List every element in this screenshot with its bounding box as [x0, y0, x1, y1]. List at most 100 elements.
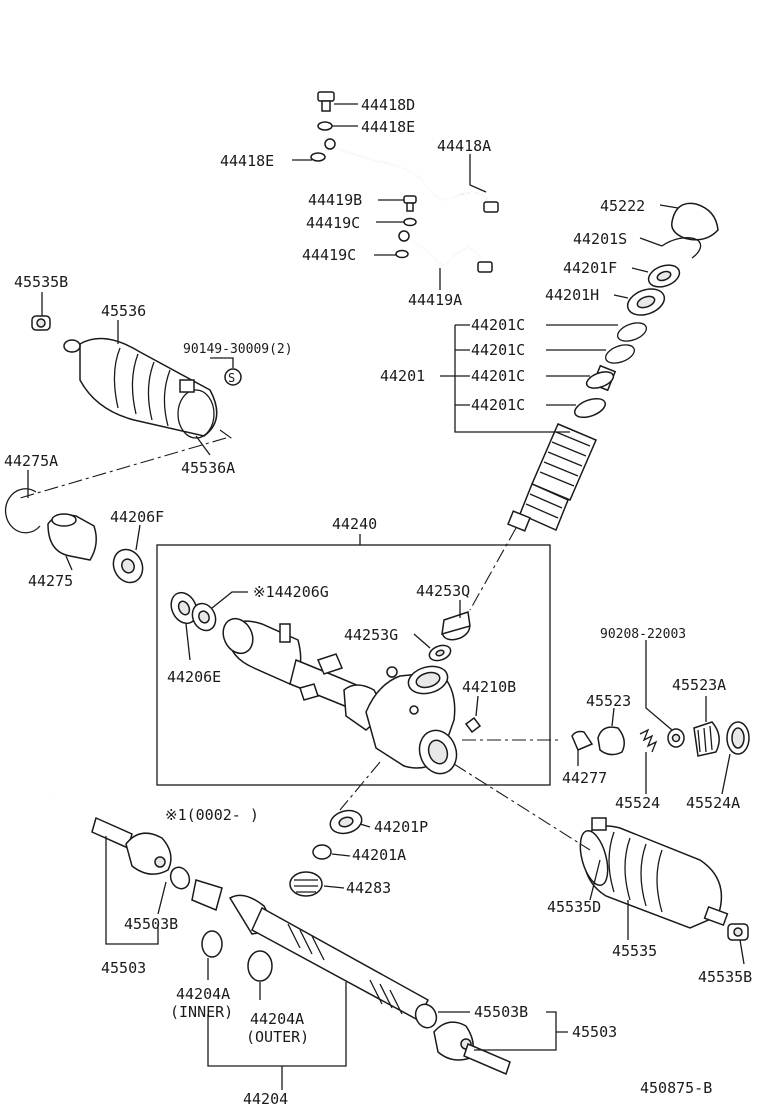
label-45536: 45536	[101, 302, 146, 320]
cap-44283	[289, 871, 323, 897]
dust-cover-45222	[671, 202, 719, 241]
snap-ring-44201S	[661, 237, 702, 259]
label-45524: 45524	[615, 794, 660, 812]
clip-45535B-left	[31, 315, 51, 331]
label-45535: 45535	[612, 942, 657, 960]
label-44201A: 44201A	[352, 846, 406, 864]
washer-44253G	[428, 644, 452, 662]
label-44275: 44275	[28, 572, 73, 590]
diagram-code: 450875-B	[640, 1079, 712, 1097]
seal-S-90149	[224, 368, 242, 386]
label-90149-30009: 90149-30009(2)	[183, 342, 293, 357]
label-44277: 44277	[562, 769, 607, 787]
label-44201C-1: 44201C	[471, 316, 525, 334]
label-45503-right: 45503	[572, 1023, 617, 1041]
boot-45535	[579, 817, 729, 929]
label-44201: 44201	[380, 367, 425, 385]
label-inner: (INNER)	[170, 1003, 233, 1021]
bearing-44253Q	[441, 611, 471, 641]
label-44206E: 44206E	[167, 668, 221, 686]
guide-45523	[597, 726, 625, 756]
bearing-44201H	[626, 288, 666, 316]
svg-text:S: S	[228, 371, 235, 385]
label-44201F: 44201F	[563, 259, 617, 277]
stopper-44275	[47, 513, 97, 561]
label-44240: 44240	[332, 515, 377, 533]
boot-band-44204A-outer	[247, 950, 273, 982]
seal-44206E	[170, 591, 198, 625]
spring-45524	[639, 728, 658, 753]
seal-44201P	[329, 809, 363, 835]
label-44419B: 44419B	[308, 191, 362, 209]
bolt-44419B	[403, 195, 417, 212]
tie-rod-end-45503-left	[47, 794, 172, 875]
label-44204A-inner: 44204A	[176, 985, 230, 1003]
label-44201C-4: 44201C	[471, 396, 525, 414]
ring-44201C-2	[604, 344, 636, 364]
group-box-44240	[156, 544, 551, 786]
guide-44277	[571, 730, 594, 751]
label-45503B-left: 45503B	[124, 915, 178, 933]
housing-44240	[222, 617, 458, 775]
dash-pinion-housing	[469, 527, 517, 611]
label-outer: (OUTER)	[246, 1028, 309, 1046]
label-45524A: 45524A	[686, 794, 740, 812]
note-star-1: ※1(0002- )	[165, 806, 259, 824]
part-labels: 44418D 44418E 44418E 44418A 44419B 44419…	[4, 96, 752, 1108]
label-45535D: 45535D	[547, 898, 601, 916]
oil-seal-44201F	[647, 264, 681, 288]
label-44201S: 44201S	[573, 230, 627, 248]
label-45535B-left: 45535B	[14, 273, 68, 291]
washer-45503B-left	[169, 866, 191, 890]
label-44210B: 44210B	[462, 678, 516, 696]
screw-45523A	[693, 721, 720, 757]
label-44201H: 44201H	[545, 286, 599, 304]
bolt-44418D	[317, 91, 335, 112]
label-44253Q: 44253Q	[416, 582, 470, 600]
washer-44418E-left	[310, 152, 326, 162]
bushing-44201A	[312, 844, 332, 860]
label-44206G: ※144206G	[253, 583, 329, 601]
label-44419A: 44419A	[408, 291, 462, 309]
label-44275A: 44275A	[4, 452, 58, 470]
nut-90208	[667, 728, 685, 748]
label-44418A: 44418A	[437, 137, 491, 155]
clip-45535B-right	[727, 923, 749, 941]
locknut-45524A	[726, 721, 750, 755]
label-44201P: 44201P	[374, 818, 428, 836]
label-44253G: 44253G	[344, 626, 398, 644]
label-90208-22003: 90208-22003	[600, 627, 686, 642]
label-45523A: 45523A	[672, 676, 726, 694]
label-44418D: 44418D	[361, 96, 415, 114]
rack-44204	[191, 879, 429, 1022]
dash-housing-seal	[339, 761, 381, 811]
boot-45536	[63, 337, 218, 439]
pinion-shaft-44201	[507, 364, 617, 532]
dash-boot-snapring	[19, 429, 235, 499]
label-45503B-right: 45503B	[474, 1003, 528, 1021]
ring-44201C-1	[616, 322, 648, 342]
washer-44418E-upper	[317, 121, 333, 131]
washer-45503B-right	[414, 1003, 438, 1029]
label-44418E-left: 44418E	[220, 152, 274, 170]
dash-housing-boot	[453, 763, 591, 851]
leader-lines	[27, 103, 745, 1090]
oil-seal-44206F	[112, 548, 144, 584]
boot-band-44204A-inner	[201, 930, 223, 958]
washer-44419C-upper	[403, 217, 417, 227]
label-44201C-2: 44201C	[471, 341, 525, 359]
label-44419C-upper: 44419C	[306, 214, 360, 232]
label-44418E-upper: 44418E	[361, 118, 415, 136]
tie-rod-end-45503-right	[433, 1021, 561, 1096]
label-45536A: 45536A	[181, 459, 235, 477]
label-45222: 45222	[600, 197, 645, 215]
washer-44419C-lower	[395, 249, 409, 259]
label-44204: 44204	[243, 1090, 288, 1108]
label-44283: 44283	[346, 879, 391, 897]
label-45523: 45523	[586, 692, 631, 710]
plug-44210B	[464, 716, 482, 734]
label-44204A-outer: 44204A	[250, 1010, 304, 1028]
label-45503-left: 45503	[101, 959, 146, 977]
label-44201C-3: 44201C	[471, 367, 525, 385]
